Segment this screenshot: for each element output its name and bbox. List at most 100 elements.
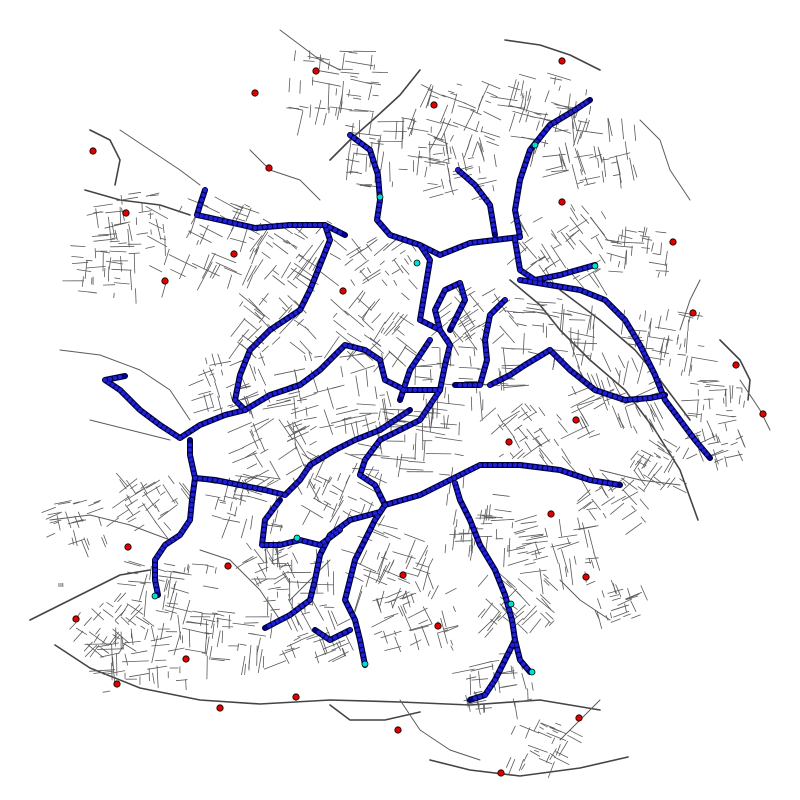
route-node[interactable] xyxy=(342,442,348,448)
route-node[interactable] xyxy=(357,435,363,441)
route-node[interactable] xyxy=(597,479,603,485)
route-node[interactable] xyxy=(313,370,319,376)
route-node[interactable] xyxy=(375,207,382,213)
route-node[interactable] xyxy=(189,427,195,433)
route-node[interactable] xyxy=(377,427,383,433)
route-node[interactable] xyxy=(547,282,553,288)
route-node[interactable] xyxy=(392,234,398,240)
route-node[interactable] xyxy=(527,147,533,153)
route-node[interactable] xyxy=(299,603,305,609)
route-node[interactable] xyxy=(177,532,183,538)
outlying-stop[interactable] xyxy=(434,622,442,630)
route-node[interactable] xyxy=(542,281,548,287)
route-node[interactable] xyxy=(373,167,380,173)
route-node[interactable] xyxy=(407,422,413,428)
route-node[interactable] xyxy=(562,284,568,291)
route-node[interactable] xyxy=(197,202,203,208)
route-node[interactable] xyxy=(575,374,581,380)
route-node[interactable] xyxy=(217,478,223,484)
route-node[interactable] xyxy=(293,481,299,487)
route-node[interactable] xyxy=(433,312,439,318)
route-node[interactable] xyxy=(357,547,363,553)
route-node[interactable] xyxy=(179,528,186,534)
route-node[interactable] xyxy=(117,374,123,380)
route-node[interactable] xyxy=(279,616,285,622)
route-node[interactable] xyxy=(627,396,633,403)
route-node[interactable] xyxy=(355,138,361,144)
route-node[interactable] xyxy=(507,612,514,618)
route-node[interactable] xyxy=(550,350,556,356)
route-node[interactable] xyxy=(507,372,513,378)
route-node[interactable] xyxy=(484,327,490,333)
route-node[interactable] xyxy=(645,359,652,365)
route-node[interactable] xyxy=(475,186,481,192)
route-node[interactable] xyxy=(419,413,426,419)
route-node[interactable] xyxy=(427,322,433,328)
route-node[interactable] xyxy=(154,553,161,559)
outlying-stop[interactable] xyxy=(399,571,407,579)
route-node[interactable] xyxy=(377,492,383,498)
route-node[interactable] xyxy=(639,346,645,352)
route-node[interactable] xyxy=(627,325,633,331)
route-node[interactable] xyxy=(557,467,563,473)
route-node[interactable] xyxy=(657,393,663,399)
route-node[interactable] xyxy=(257,337,263,343)
route-node[interactable] xyxy=(245,352,251,358)
route-node[interactable] xyxy=(297,222,303,228)
route-node[interactable] xyxy=(483,352,490,358)
route-node[interactable] xyxy=(489,681,496,687)
route-node[interactable] xyxy=(514,192,521,198)
route-node[interactable] xyxy=(515,187,521,193)
route-node[interactable] xyxy=(568,109,574,116)
route-node[interactable] xyxy=(478,377,485,383)
route-node[interactable] xyxy=(517,267,523,273)
route-node[interactable] xyxy=(576,104,582,111)
route-node[interactable] xyxy=(247,347,253,353)
route-node[interactable] xyxy=(491,308,497,314)
terminal-stop[interactable] xyxy=(376,193,384,201)
route-node[interactable] xyxy=(337,632,343,638)
route-node[interactable] xyxy=(514,647,521,653)
route-node[interactable] xyxy=(262,487,268,493)
outlying-stop[interactable] xyxy=(547,510,555,518)
route-node[interactable] xyxy=(284,315,290,322)
route-node[interactable] xyxy=(315,562,321,568)
route-node[interactable] xyxy=(309,373,315,379)
route-node[interactable] xyxy=(309,282,315,288)
route-node[interactable] xyxy=(202,420,208,426)
route-node[interactable] xyxy=(367,147,373,153)
route-node[interactable] xyxy=(384,228,390,234)
route-node[interactable] xyxy=(440,372,446,378)
route-node[interactable] xyxy=(270,621,276,627)
route-node[interactable] xyxy=(368,449,374,455)
route-node[interactable] xyxy=(419,246,426,252)
route-node[interactable] xyxy=(356,632,362,638)
route-node[interactable] xyxy=(232,409,238,416)
route-node[interactable] xyxy=(366,349,372,356)
route-node[interactable] xyxy=(346,582,352,588)
route-node[interactable] xyxy=(430,485,436,492)
route-node[interactable] xyxy=(404,377,410,383)
route-node[interactable] xyxy=(422,387,428,393)
route-node[interactable] xyxy=(277,223,283,229)
route-node[interactable] xyxy=(107,376,113,382)
route-node[interactable] xyxy=(477,542,483,548)
route-node[interactable] xyxy=(455,167,461,173)
route-node[interactable] xyxy=(317,367,323,373)
route-node[interactable] xyxy=(592,478,598,484)
route-node[interactable] xyxy=(188,502,195,508)
route-node[interactable] xyxy=(272,542,279,548)
route-node[interactable] xyxy=(342,597,348,603)
outlying-stop[interactable] xyxy=(292,693,300,701)
route-node[interactable] xyxy=(304,466,311,472)
route-node[interactable] xyxy=(473,532,479,538)
route-node[interactable] xyxy=(332,227,338,233)
route-node[interactable] xyxy=(145,413,151,419)
route-node[interactable] xyxy=(526,359,532,366)
route-node[interactable] xyxy=(432,307,438,313)
route-node[interactable] xyxy=(432,324,438,331)
route-node[interactable] xyxy=(376,182,382,188)
route-node[interactable] xyxy=(352,516,358,522)
route-node[interactable] xyxy=(494,304,501,311)
route-node[interactable] xyxy=(560,360,566,366)
